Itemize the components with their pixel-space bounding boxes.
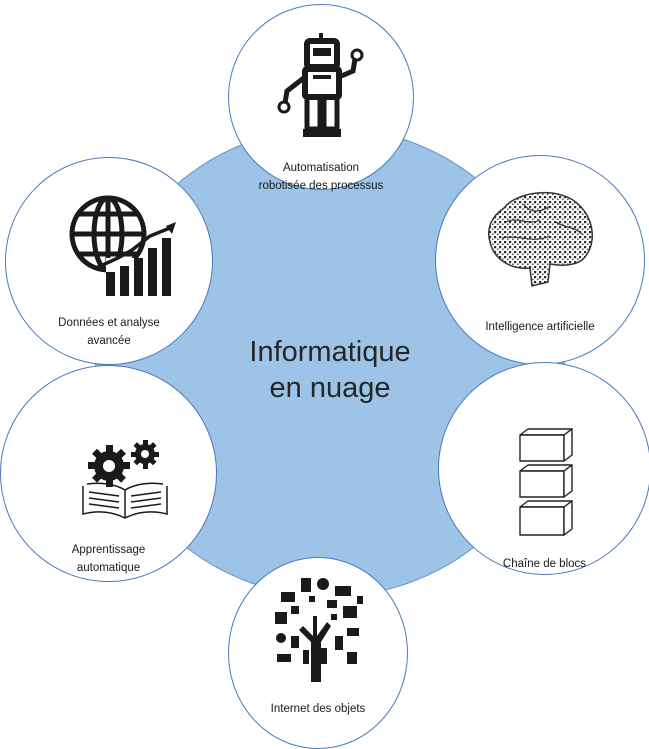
central-title-line-1: Informatique	[249, 336, 411, 368]
blocks-icon	[519, 428, 573, 536]
node-analytics: Données et analyse avancée	[5, 157, 213, 365]
central-title-line-2: en nuage	[269, 372, 391, 404]
node-label-iot: Internet des objets	[270, 703, 366, 715]
node-blockchain: Chaîne de blocs	[438, 362, 649, 575]
globe-chart-icon	[69, 195, 178, 298]
central-hub-title: Informatique en nuage	[180, 334, 480, 406]
iot-tree-icon	[275, 578, 363, 682]
node-rpa: Automatisation robotisée des processus	[228, 4, 414, 192]
node-label-rpa: Automatisation robotisée des processus	[258, 162, 384, 192]
node-label-analytics: Données et analyse avancée	[58, 317, 160, 347]
node-label-ai: Intelligence artificielle	[485, 321, 595, 333]
robot-icon	[277, 33, 364, 137]
node-iot: Internet des objets	[228, 557, 408, 749]
node-ml: Apprentissage automatique	[0, 365, 217, 582]
node-ai: Intelligence artificielle	[435, 155, 645, 365]
node-label-ml: Apprentissage automatique	[71, 544, 146, 574]
brain-icon	[488, 192, 593, 287]
gears-book-icon	[82, 440, 168, 519]
node-label-blockchain: Chaîne de blocs	[502, 558, 587, 570]
